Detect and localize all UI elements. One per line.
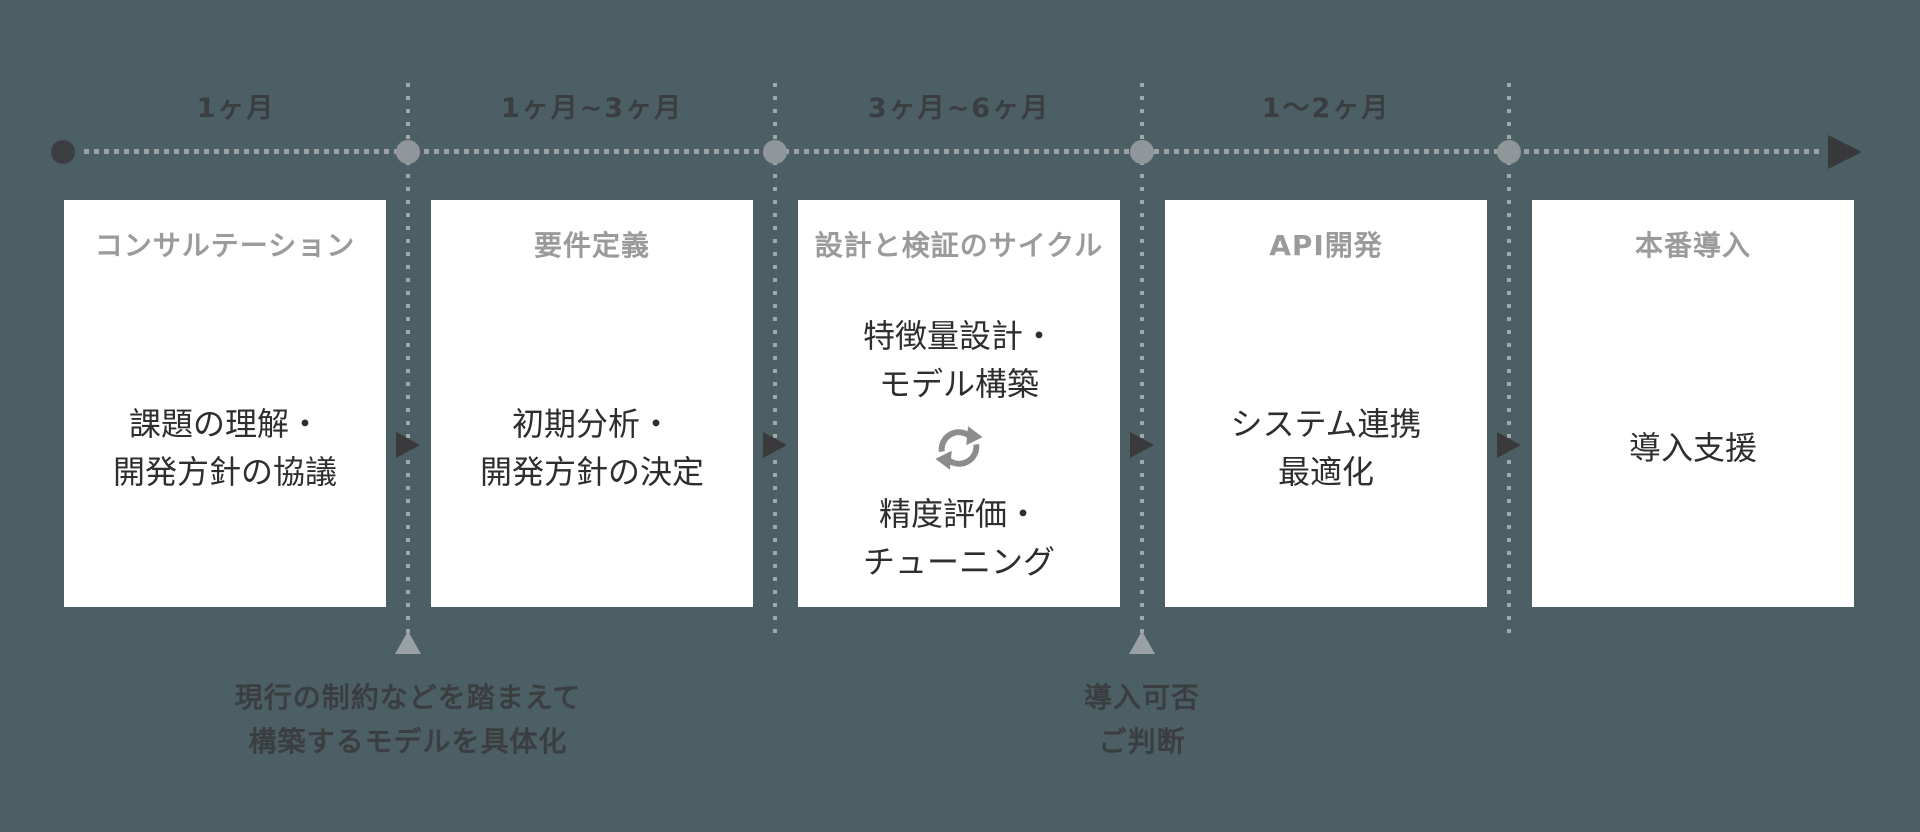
step-arrow-icon-4 bbox=[1497, 432, 1521, 458]
step-body-line: 導入支援 bbox=[1628, 429, 1757, 467]
step-arrow-icon-3 bbox=[1130, 432, 1154, 458]
step-body-bottom: 精度評価・ チューニング bbox=[798, 490, 1120, 586]
step-title: 本番導入 bbox=[1634, 229, 1751, 262]
milestone-dot-1-icon bbox=[396, 140, 420, 164]
step-body-line: システム連携 bbox=[1230, 405, 1422, 443]
step-card-design-cycle: 設計と検証のサイクル 特徴量設計・ モデル構築 精度評価・ チューニング bbox=[798, 200, 1120, 607]
step-title: コンサルテーション bbox=[94, 229, 356, 262]
milestone-vline-2 bbox=[773, 83, 777, 635]
milestone-dot-4-icon bbox=[1497, 140, 1521, 164]
step-body: システム連携 最適化 bbox=[1165, 400, 1487, 496]
milestone-dot-3-icon bbox=[1130, 140, 1154, 164]
timeline-end-arrow-icon bbox=[1828, 135, 1862, 169]
milestone-vline-3 bbox=[1140, 83, 1144, 635]
step-arrow-icon-1 bbox=[396, 432, 420, 458]
cycle-arrows-icon bbox=[930, 419, 988, 477]
callout-go-nogo-decision: 導入可否 ご判断 bbox=[1084, 676, 1200, 764]
milestone-vline-4 bbox=[1507, 83, 1511, 635]
timeline-dotted-line bbox=[84, 149, 1824, 154]
step-body-line: モデル構築 bbox=[878, 365, 1039, 403]
duration-label-2: 1ヶ月~3ヶ月 bbox=[500, 93, 684, 124]
step-body-line: チューニング bbox=[862, 543, 1055, 581]
step-body-line: 開発方針の決定 bbox=[479, 453, 704, 491]
step-title: 要件定義 bbox=[533, 229, 650, 262]
callout-line: ご判断 bbox=[1098, 725, 1186, 758]
step-card-api-development: API開発 システム連携 最適化 bbox=[1165, 200, 1487, 607]
timeline-start-dot-icon bbox=[51, 140, 75, 164]
step-body: 初期分析・ 開発方針の決定 bbox=[431, 400, 753, 496]
callout-line: 導入可否 bbox=[1083, 681, 1201, 714]
step-title: 設計と検証のサイクル bbox=[814, 229, 1104, 262]
step-body: 導入支援 bbox=[1532, 424, 1854, 472]
step-body-line: 初期分析・ bbox=[511, 405, 672, 443]
step-arrow-icon-2 bbox=[763, 432, 787, 458]
callout-model-concretization: 現行の制約などを踏まえて 構築するモデルを具体化 bbox=[235, 676, 582, 764]
milestone-vline-1 bbox=[406, 83, 410, 635]
callout-triangle-icon-1 bbox=[395, 631, 421, 654]
step-card-consultation: コンサルテーション 課題の理解・ 開発方針の協議 bbox=[64, 200, 386, 607]
callout-line: 構築するモデルを具体化 bbox=[248, 725, 568, 758]
duration-label-1: 1ヶ月 bbox=[196, 93, 276, 124]
step-body: 課題の理解・ 開発方針の協議 bbox=[64, 400, 386, 496]
duration-label-4: 1〜2ヶ月 bbox=[1261, 93, 1391, 124]
callout-triangle-icon-2 bbox=[1129, 631, 1155, 654]
callout-line: 現行の制約などを踏まえて bbox=[234, 681, 582, 714]
step-card-requirements: 要件定義 初期分析・ 開発方針の決定 bbox=[431, 200, 753, 607]
step-body-line: 課題の理解・ bbox=[128, 405, 321, 443]
step-body-line: 最適化 bbox=[1277, 453, 1374, 491]
milestone-dot-2-icon bbox=[763, 140, 787, 164]
step-body-line: 開発方針の協議 bbox=[112, 453, 337, 491]
step-body-line: 精度評価・ bbox=[878, 495, 1039, 533]
duration-label-3: 3ヶ月~6ヶ月 bbox=[867, 93, 1051, 124]
step-body-line: 特徴量設計・ bbox=[862, 317, 1055, 355]
step-body-top: 特徴量設計・ モデル構築 bbox=[798, 312, 1120, 408]
step-card-production: 本番導入 導入支援 bbox=[1532, 200, 1854, 607]
step-title: API開発 bbox=[1269, 229, 1383, 262]
